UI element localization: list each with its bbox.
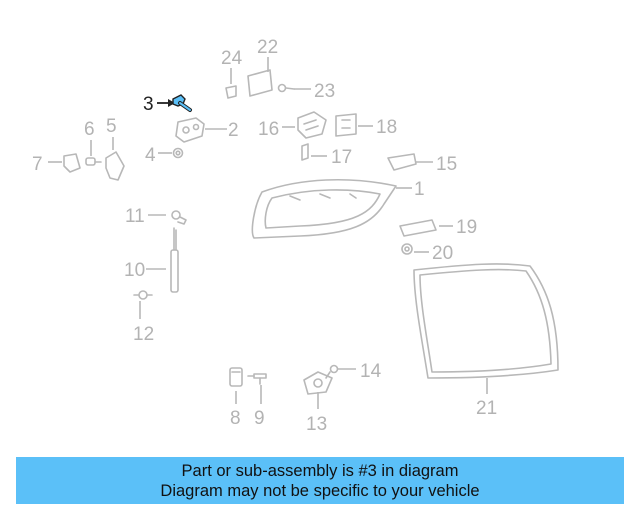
latch-assembly-part-16 (297, 111, 327, 139)
callout-4: 4 (145, 145, 156, 166)
bolt-part-3[interactable] (172, 94, 192, 112)
screw-part-9 (247, 373, 267, 385)
callout-22: 22 (257, 37, 278, 58)
callout-11: 11 (125, 206, 145, 227)
callout-5: 5 (106, 116, 117, 137)
callout-9: 9 (254, 408, 265, 429)
callout-19: 19 (456, 217, 477, 238)
ball-stud-part-12 (133, 290, 153, 300)
leader-lines (48, 57, 488, 409)
callout-2: 2 (228, 120, 239, 141)
callout-6: 6 (84, 119, 95, 140)
callout-3[interactable]: 3 (143, 94, 154, 115)
bracket-part-18 (335, 113, 357, 137)
hinge-part-2 (175, 117, 205, 143)
callout-21: 21 (476, 398, 497, 419)
stud-part-17 (301, 143, 309, 161)
banner-line-1: Part or sub-assembly is #3 in diagram (181, 462, 459, 480)
callout-18: 18 (376, 117, 397, 138)
callout-17: 17 (331, 147, 352, 168)
screw-part-14 (325, 364, 339, 379)
liftgate-panel (251, 178, 397, 239)
callout-20: 20 (432, 243, 453, 264)
callout-12: 12 (133, 324, 154, 345)
screw-part-23 (277, 83, 295, 93)
cover-part-7 (63, 153, 81, 173)
callout-10: 10 (124, 260, 145, 281)
bracket-part-5 (105, 151, 125, 181)
info-banner: Part or sub-assembly is #3 in diagram Di… (16, 457, 624, 504)
callout-15: 15 (436, 154, 457, 175)
callout-13: 13 (306, 414, 327, 435)
handle-part-15 (387, 153, 417, 171)
callout-16: 16 (258, 119, 279, 140)
plate-part-22 (247, 69, 273, 97)
callout-1: 1 (414, 179, 425, 200)
callout-23: 23 (314, 81, 335, 102)
support-strut-part-10 (170, 227, 179, 293)
trim-part-19 (399, 219, 437, 237)
ball-stud-part-11 (171, 210, 187, 225)
callout-24: 24 (221, 48, 243, 69)
nut-part-4 (172, 147, 184, 159)
bumper-part-8 (229, 367, 243, 387)
callout-14: 14 (360, 361, 382, 382)
latch-part-13 (303, 371, 333, 395)
cap-part-24 (225, 85, 237, 99)
grommet-part-20 (401, 243, 413, 255)
callout-3-arrowhead (168, 99, 175, 107)
callout-8: 8 (230, 408, 241, 429)
banner-line-2: Diagram may not be specific to your vehi… (160, 482, 480, 500)
parts-diagram: 1 2 3 4 5 6 7 8 9 10 11 12 13 14 15 16 1… (32, 37, 559, 435)
callout-7: 7 (32, 154, 43, 175)
clip-part-6 (85, 157, 102, 166)
weatherstrip-part-21 (413, 263, 559, 379)
